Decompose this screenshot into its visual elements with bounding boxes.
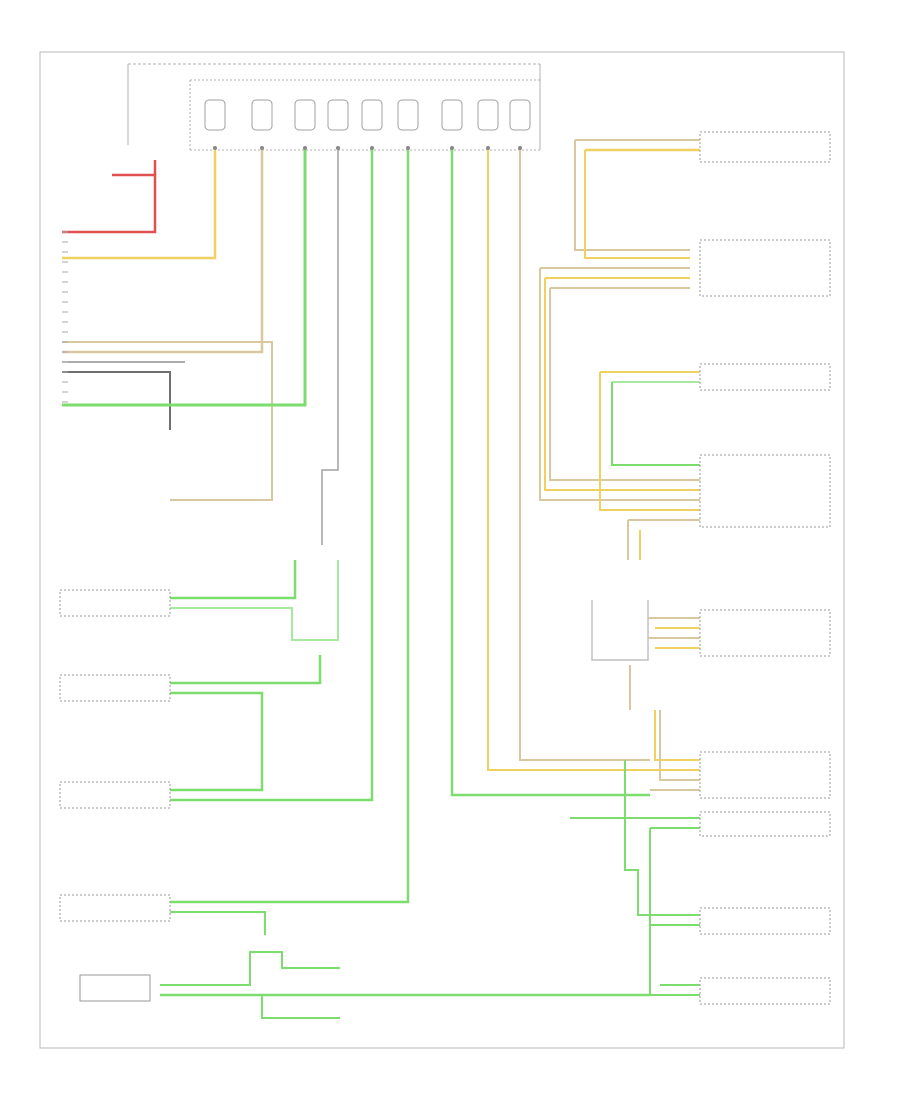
box-ipc-2 [699, 907, 831, 935]
connector-pin [361, 99, 383, 150]
box-bcm [699, 131, 831, 163]
schematic-marks [62, 231, 68, 403]
connector-pin [397, 99, 419, 150]
wire-green-steering [170, 560, 297, 600]
box-ebm [699, 454, 831, 528]
wire-yellow-1 [62, 150, 217, 260]
box-ecm [699, 239, 831, 297]
box-climate [79, 974, 151, 1002]
wire-green-climate [160, 951, 340, 986]
connector-pin [477, 99, 499, 150]
wire-eps-v [591, 600, 649, 661]
wire-tcase-v2 [611, 382, 700, 466]
wire-tan-2 [62, 150, 264, 354]
connector-pin [294, 99, 316, 150]
wire-bcm-3 [574, 140, 690, 251]
box-eps [699, 609, 831, 657]
connector-pin [204, 99, 226, 150]
box-steering-angle [59, 589, 171, 617]
wire-green-ipc-v [624, 760, 700, 916]
wire-tcase-v1 [599, 372, 700, 511]
box-tcase [699, 363, 831, 391]
wire-bcm-4 [584, 150, 690, 259]
wire-green-ipc-v2 [649, 828, 700, 926]
wire-yellow-right [487, 150, 650, 771]
wire-green-hvac [170, 150, 374, 802]
box-tpms [699, 977, 831, 1005]
box-hvac [59, 781, 171, 809]
box-radio-control [59, 674, 171, 702]
wire-green-radio [170, 655, 322, 685]
wire-green-tpms [649, 925, 700, 996]
data-link-connector [127, 63, 541, 151]
wires [62, 139, 700, 1019]
wire-green-bus-right [450, 150, 650, 797]
box-radio [59, 894, 171, 922]
wire-green-radio-main [170, 150, 410, 904]
wire-green-radio-2 [170, 691, 264, 792]
box-ipc-1 [699, 811, 831, 837]
diagram-frame [39, 51, 845, 1049]
connector-pin [251, 99, 273, 150]
wire-tan-1 [62, 341, 273, 501]
wire-splice-1 [321, 150, 339, 545]
wire-green-dlc [62, 150, 307, 407]
wire-ecm-v2 [544, 278, 700, 491]
wire-red [62, 173, 157, 234]
connector-pins [204, 99, 531, 150]
wire-green-radio-b [170, 911, 266, 935]
wire-green-steering-2 [170, 560, 339, 641]
box-park [699, 751, 831, 799]
wire-gray-2 [62, 371, 171, 430]
module-boxes [59, 131, 831, 1005]
wire-ecm-v3 [549, 288, 700, 481]
connector-pin [327, 99, 349, 150]
connector-pin [509, 99, 531, 150]
wire-green-climate-3 [240, 994, 340, 1019]
connector-pin [441, 99, 463, 150]
wire-park-2 [659, 710, 700, 781]
wire-park-1 [654, 710, 700, 761]
wire-ecm-v1 [539, 268, 700, 501]
wire-tan-right [519, 150, 650, 761]
